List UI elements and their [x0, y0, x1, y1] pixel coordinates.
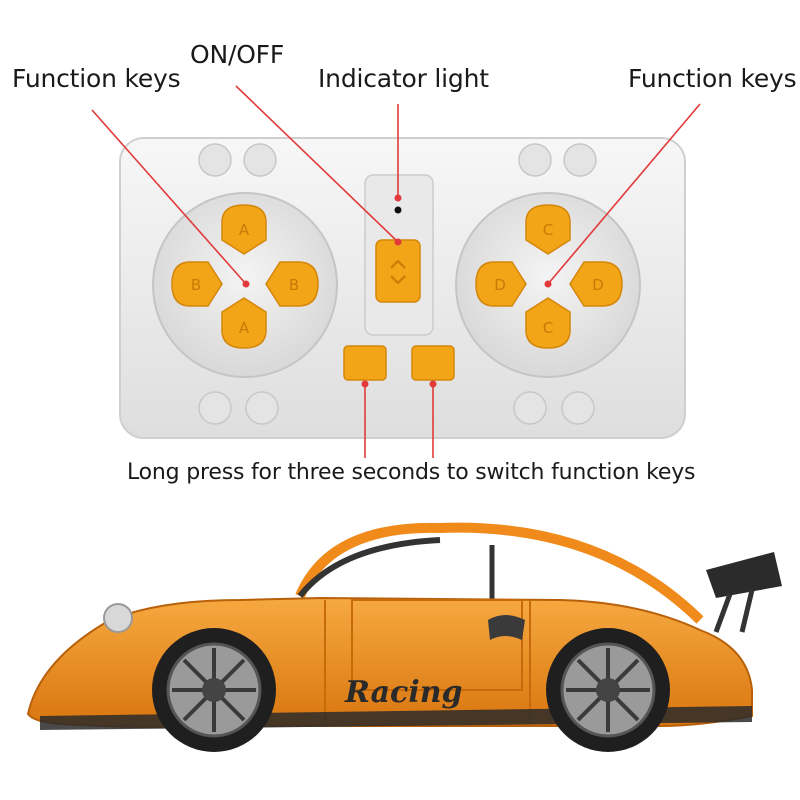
- a-pillar: [297, 537, 441, 598]
- right-button-down-letter: C: [543, 319, 553, 337]
- callout-function-keys-right: [547, 103, 701, 285]
- rear-wing: [706, 552, 782, 633]
- rear-wheel: [546, 628, 670, 752]
- function-keys-left-label: Function keys: [12, 64, 181, 93]
- left-button-down-letter: A: [239, 319, 250, 337]
- left-button-up[interactable]: A: [221, 204, 267, 255]
- remote-studs: [198, 143, 597, 425]
- left-button-right-letter: B: [289, 276, 299, 294]
- function-keys-right-label: Function keys: [628, 64, 797, 93]
- right-button-down[interactable]: C: [525, 297, 571, 349]
- left-button-down[interactable]: A: [221, 297, 267, 349]
- headlight: [103, 603, 133, 633]
- callout-function-keys-left: [91, 109, 247, 285]
- indicator-light-label: Indicator light: [318, 64, 489, 93]
- long-press-label: Long press for three seconds to switch f…: [127, 460, 696, 485]
- left-dpad: A A B B: [171, 204, 319, 349]
- car-side-text: Racing: [344, 675, 463, 710]
- callout-on-off: [235, 85, 399, 243]
- indicator-light: [394, 206, 402, 214]
- left-button-up-letter: A: [239, 221, 250, 239]
- right-button-right-letter: D: [592, 276, 604, 294]
- mode-button-left[interactable]: [343, 345, 387, 381]
- roof-arc: [295, 522, 704, 624]
- callout-lines: [91, 85, 701, 458]
- race-car: Racing: [26, 522, 782, 752]
- right-dpad: C C D D: [475, 204, 623, 349]
- front-wheel: [152, 628, 276, 752]
- mode-button-right[interactable]: [411, 345, 455, 381]
- callout-dots: [242, 194, 552, 388]
- right-button-left[interactable]: D: [475, 261, 527, 307]
- left-button-left-letter: B: [191, 276, 201, 294]
- right-button-up-letter: C: [543, 221, 553, 239]
- door-panel: [351, 599, 523, 691]
- right-button-right[interactable]: D: [569, 261, 623, 307]
- left-button-right[interactable]: B: [265, 261, 319, 307]
- left-button-left[interactable]: B: [171, 261, 223, 307]
- right-button-up[interactable]: C: [525, 204, 571, 255]
- on-off-switch[interactable]: [375, 239, 421, 303]
- on-off-label: ON/OFF: [190, 40, 285, 69]
- side-intake: [488, 615, 525, 640]
- right-button-left-letter: D: [494, 276, 506, 294]
